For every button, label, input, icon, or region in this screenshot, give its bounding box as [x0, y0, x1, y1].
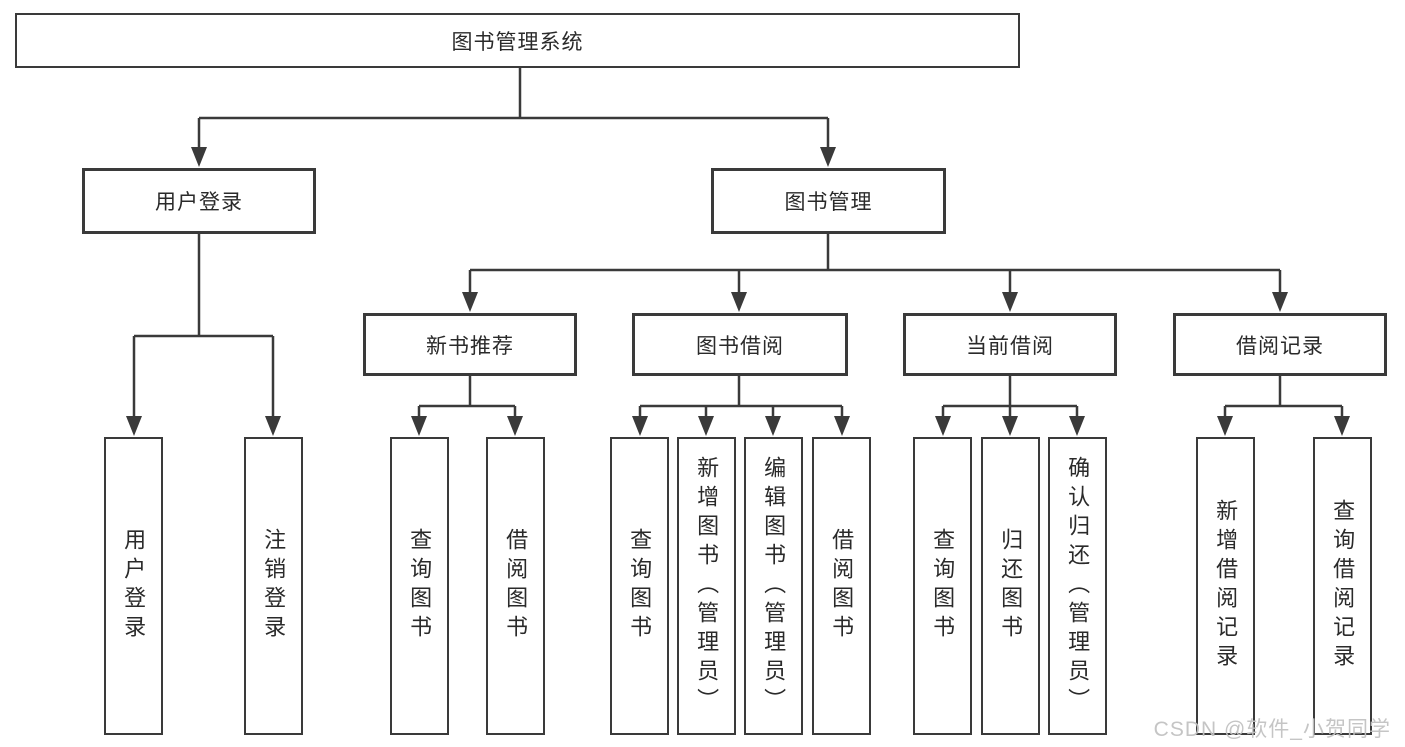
- connector-root-to-level2: [197, 67, 830, 150]
- node-label: 查询图书: [407, 528, 433, 644]
- node-add-book-admin: 新增图书（管理员）: [677, 437, 736, 735]
- node-label: 图书管理: [784, 191, 873, 214]
- node-label: 新增图书（管理员）: [694, 455, 720, 717]
- node-new-book-recommendation: 新书推荐: [363, 313, 577, 376]
- connector-user-login-to-children: [132, 233, 275, 419]
- arrow-icon: [411, 416, 427, 436]
- node-query-books-recommend: 查询图书: [390, 437, 449, 735]
- node-user-login-action: 用户登录: [104, 437, 163, 735]
- node-current-borrowing: 当前借阅: [903, 313, 1117, 376]
- node-label: 借阅图书: [503, 528, 529, 644]
- node-label: 编辑图书（管理员）: [761, 455, 787, 717]
- arrow-icon: [765, 416, 781, 436]
- node-label: 查询借阅记录: [1330, 499, 1356, 673]
- node-logout: 注销登录: [244, 437, 303, 735]
- arrow-icon: [632, 416, 648, 436]
- connector-book-mgmt-to-level3: [468, 233, 1282, 296]
- node-label: 图书管理系统: [451, 30, 584, 54]
- node-book-borrowing: 图书借阅: [632, 313, 848, 376]
- connector-book-borrow-to-children: [638, 376, 844, 420]
- arrow-icon: [126, 416, 142, 436]
- arrow-icon: [191, 147, 207, 167]
- node-query-books-borrowing: 查询图书: [610, 437, 669, 735]
- node-label: 当前借阅: [966, 334, 1054, 358]
- node-user-login: 用户登录: [82, 168, 316, 234]
- node-borrowing-records: 借阅记录: [1173, 313, 1387, 376]
- arrow-icon: [820, 147, 836, 167]
- node-label: 借阅图书: [829, 528, 855, 644]
- node-label: 用户登录: [121, 528, 147, 644]
- arrow-icon: [935, 416, 951, 436]
- node-return-books: 归还图书: [981, 437, 1040, 735]
- node-label: 查询图书: [627, 528, 653, 644]
- node-label: 确认归还（管理员）: [1065, 455, 1091, 717]
- node-label: 新书推荐: [426, 334, 514, 358]
- arrow-icon: [1272, 292, 1288, 312]
- node-label: 图书借阅: [696, 334, 784, 358]
- node-query-borrow-record: 查询借阅记录: [1313, 437, 1372, 735]
- arrow-icon: [507, 416, 523, 436]
- node-label: 查询图书: [930, 528, 956, 644]
- arrow-icon: [462, 292, 478, 312]
- connector-new-book-to-children: [417, 376, 517, 420]
- node-label: 新增借阅记录: [1213, 499, 1239, 673]
- node-add-borrow-record: 新增借阅记录: [1196, 437, 1255, 735]
- arrow-icon: [1334, 416, 1350, 436]
- arrow-icon: [1069, 416, 1085, 436]
- connector-borrow-record-to-children: [1223, 376, 1344, 420]
- connector-current-borrow-to-children: [941, 376, 1079, 420]
- node-book-management: 图书管理: [711, 168, 946, 234]
- arrow-icon: [731, 292, 747, 312]
- node-root: 图书管理系统: [15, 13, 1020, 68]
- arrow-icon: [834, 416, 850, 436]
- node-confirm-return-admin: 确认归还（管理员）: [1048, 437, 1107, 735]
- node-label: 用户登录: [155, 191, 243, 214]
- node-query-books-current: 查询图书: [913, 437, 972, 735]
- node-label: 注销登录: [261, 528, 287, 644]
- arrow-icon: [265, 416, 281, 436]
- node-edit-book-admin: 编辑图书（管理员）: [744, 437, 803, 735]
- arrow-icon: [1217, 416, 1233, 436]
- arrow-icon: [698, 416, 714, 436]
- csdn-watermark: CSDN @软件_小贺同学: [1153, 718, 1391, 741]
- node-label: 归还图书: [998, 528, 1024, 644]
- arrow-icon: [1002, 292, 1018, 312]
- arrow-icon: [1002, 416, 1018, 436]
- node-label: 借阅记录: [1236, 334, 1324, 358]
- arrowheads: [126, 147, 1350, 436]
- node-borrow-books-borrowing: 借阅图书: [812, 437, 871, 735]
- node-borrow-books-recommend: 借阅图书: [486, 437, 545, 735]
